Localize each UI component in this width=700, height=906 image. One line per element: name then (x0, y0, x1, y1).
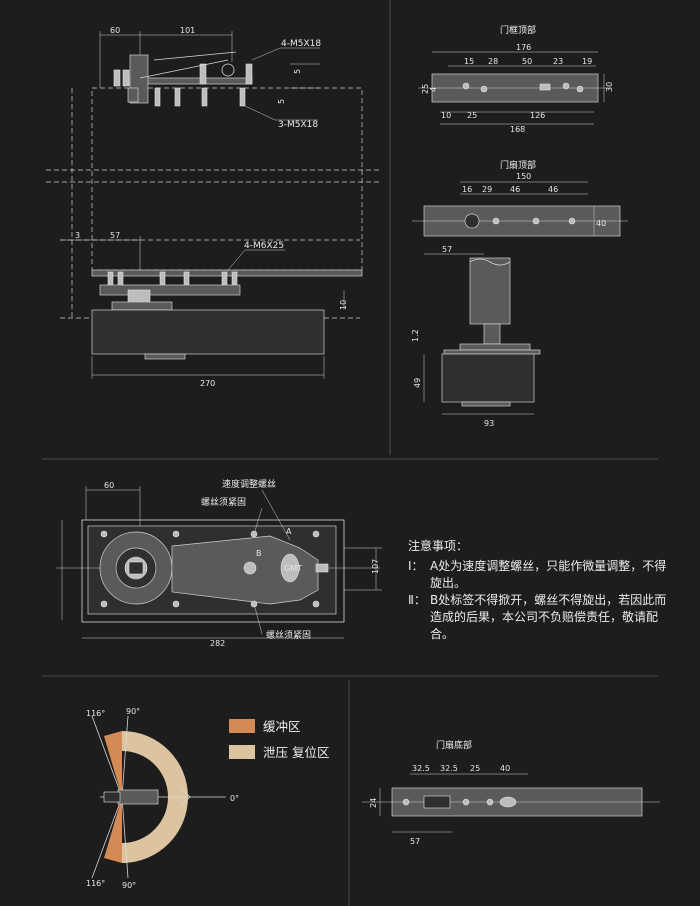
angle-90-top: 90° (126, 707, 140, 716)
svg-text:50: 50 (522, 57, 532, 66)
svg-text:93: 93 (484, 419, 494, 428)
note-number: Ⅰ： (408, 559, 424, 573)
svg-text:282: 282 (210, 639, 225, 648)
svg-text:46: 46 (510, 185, 520, 194)
svg-text:28: 28 (488, 57, 498, 66)
svg-text:57: 57 (442, 245, 452, 254)
door-top-view: 门扇顶部 150 16 29 46 46 40 57 (412, 159, 628, 255)
svg-text:176: 176 (516, 43, 531, 52)
brand-mark: GMT (284, 564, 302, 573)
dim-5-b: 5 (277, 99, 286, 104)
angle-116-top: 116° (86, 709, 105, 718)
legend-label-reset: 泄压 复位区 (263, 745, 330, 760)
svg-text:40: 40 (596, 219, 606, 228)
svg-text:10: 10 (441, 111, 451, 120)
svg-text:23: 23 (553, 57, 563, 66)
svg-text:126: 126 (530, 111, 545, 120)
dim-60-top: 60 (110, 26, 120, 35)
svg-text:19: 19 (582, 57, 592, 66)
label-m5-top: 4-M5X18 (281, 39, 321, 49)
note-text: A处为速度调整螺丝，只能作微量调整，不得旋出。 (430, 559, 667, 590)
svg-text:25: 25 (470, 764, 480, 773)
svg-text:168: 168 (510, 125, 525, 134)
legend-reset-zone: 泄压 复位区 (229, 742, 329, 761)
front-elevation: 60 101 4-M5X18 5 5 3-M5X18 3 57 4-M6X25 (46, 26, 380, 388)
svg-text:29: 29 (482, 185, 492, 194)
note-text: B处标签不得掀开，螺丝不得旋出，若因此而造成的后果，本公司不负赔偿责任，敬请配合… (430, 593, 667, 641)
label-screw-bottom: 螺丝须紧固 (266, 629, 311, 641)
opening-angle-diagram: 116° 90° 0° 116° 90° (86, 707, 239, 890)
legend-swatch-reset (229, 744, 255, 759)
buffer-zone-bottom (104, 797, 122, 863)
label-m6: 4-M6X25 (244, 241, 284, 251)
notes-panel: 注意事项： Ⅰ： A处为速度调整螺丝，只能作微量调整，不得旋出。 Ⅱ： B处标签… (408, 538, 668, 643)
title-door-top: 门扇顶部 (500, 159, 536, 171)
angle-90-bottom: 90° (122, 881, 136, 890)
svg-text:30: 30 (605, 82, 614, 92)
angle-0: 0° (230, 794, 239, 803)
svg-text:25: 25 (467, 111, 477, 120)
side-view: 1.2 49 93 (411, 257, 541, 428)
svg-text:46: 46 (548, 185, 558, 194)
label-speed-screw: 速度调整螺丝 (222, 478, 276, 490)
svg-text:32.5: 32.5 (412, 764, 430, 773)
plan-view: 60 GMT B A 螺丝须紧固 速度调整螺丝 螺丝须紧固 10 (56, 478, 382, 648)
label-m5-bottom: 3-M5X18 (278, 120, 318, 130)
notes-title: 注意事项： (408, 539, 469, 553)
svg-text:32.5: 32.5 (440, 764, 458, 773)
door-bottom-view: 门扇底部 32.5 32.5 25 40 24 57 (362, 739, 660, 846)
svg-text:16: 16 (462, 185, 472, 194)
svg-text:57: 57 (410, 837, 420, 846)
legend-label-buffer: 缓冲区 (263, 719, 301, 734)
note-number: Ⅱ： (408, 593, 426, 607)
label-screw-top: 螺丝须紧固 (201, 496, 246, 508)
title-door-bottom: 门扇底部 (436, 739, 472, 751)
dim-3: 3 (75, 231, 80, 240)
svg-text:1.2: 1.2 (411, 329, 420, 342)
svg-text:107: 107 (371, 559, 380, 574)
buffer-zone-top (104, 731, 122, 797)
svg-text:40: 40 (500, 764, 510, 773)
dim-270: 270 (200, 379, 215, 388)
svg-text:60: 60 (104, 481, 114, 490)
angle-116-bottom: 116° (86, 879, 105, 888)
note-item: Ⅱ： B处标签不得掀开，螺丝不得旋出，若因此而造成的后果，本公司不负赔偿责任，敬… (408, 592, 668, 643)
dim-5-a: 5 (293, 69, 302, 74)
mark-a: A (286, 527, 292, 536)
legend-swatch-buffer (229, 718, 255, 733)
mark-b: B (256, 549, 262, 558)
svg-text:24: 24 (369, 798, 378, 808)
svg-text:150: 150 (516, 172, 531, 181)
svg-text:49: 49 (413, 378, 422, 388)
svg-text:4: 4 (429, 87, 438, 92)
legend-buffer-zone: 缓冲区 (229, 716, 301, 735)
svg-text:15: 15 (464, 57, 474, 66)
dim-10: 10 (339, 300, 348, 310)
svg-text:25: 25 (421, 84, 430, 94)
dim-57: 57 (110, 231, 120, 240)
dim-101: 101 (180, 26, 195, 35)
note-item: Ⅰ： A处为速度调整螺丝，只能作微量调整，不得旋出。 (408, 558, 668, 592)
frame-top-view: 门框顶部 176 15 28 50 23 19 25 4 30 10 25 12… (418, 24, 614, 134)
title-frame-top: 门框顶部 (500, 24, 536, 36)
